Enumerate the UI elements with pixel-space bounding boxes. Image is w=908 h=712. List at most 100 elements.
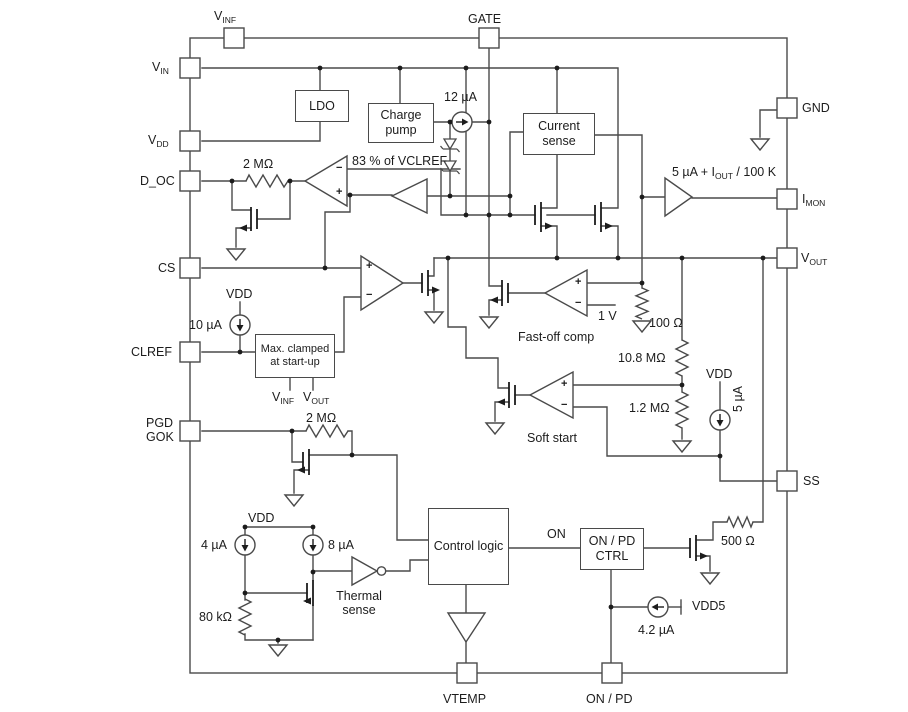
mosfet-cs-clamp [421, 270, 429, 296]
mosfet-arrow [497, 398, 505, 406]
label-imon-formula: 5 µA + IOUT / 100 K [672, 165, 777, 181]
label-80kohm: 80 kΩ [199, 610, 232, 624]
pin-vtemp [456, 662, 478, 684]
label-clamp-vinf: VINF [272, 390, 295, 406]
pin-label-vtemp: VTEMP [443, 692, 487, 706]
label-5ua: 5 µA [731, 386, 745, 412]
pin-label-gate: GATE [468, 12, 502, 26]
label-2mohm-doc: 2 MΩ [243, 157, 274, 171]
block-control-logic: Control logic [428, 508, 509, 585]
pin-label-vout: VOUT [801, 251, 828, 267]
pin-gate [478, 27, 500, 49]
label-2mohm-pgd: 2 MΩ [306, 411, 337, 425]
comp-fastoff-minus: − [575, 297, 582, 309]
pin-on-pd [601, 662, 623, 684]
pin-pgd-gok [179, 420, 201, 442]
pin-label-vdd: VDD [148, 133, 169, 149]
label-10ua: 10 µA [189, 318, 222, 332]
comp-cs-minus: − [366, 289, 373, 301]
comparator-cs-clamp [360, 254, 405, 312]
pin-label-doc: D_OC [140, 174, 175, 188]
mosfet-sense-1 [534, 202, 542, 232]
mosfet-arrow [303, 597, 311, 605]
comp-fastoff-plus: + [575, 276, 582, 288]
mosfet-sense-2 [594, 202, 602, 232]
label-fast-off-comp: Fast-off comp [518, 330, 595, 344]
pin-ss [776, 470, 798, 492]
block-label: ON / PD [588, 534, 636, 548]
label-vdd-ss: VDD [706, 367, 733, 381]
label-10m8: 10.8 MΩ [618, 351, 666, 365]
mosfet-fast-off [501, 280, 509, 306]
label-100ohm: 100 Ω [649, 316, 683, 330]
pin-label-ss: SS [803, 474, 820, 488]
pin-label-on-pd: ON / PD [586, 692, 633, 706]
comparator-soft-start [528, 370, 574, 420]
label-vdd-clref: VDD [226, 287, 253, 301]
pin-label-vinf: VINF [214, 9, 237, 25]
mosfet-soft-start [508, 382, 516, 408]
pin-vinf [223, 27, 245, 49]
label-vdd-thermal: VDD [248, 511, 275, 525]
block-label: sense [542, 134, 576, 148]
label-soft-start: Soft start [527, 431, 578, 445]
pin-cs [179, 257, 201, 279]
comp-softstart-plus: + [561, 378, 568, 390]
pin-vout [776, 247, 798, 269]
label-1m2: 1.2 MΩ [629, 401, 670, 415]
inverter-bubble [376, 566, 387, 576]
comp-83pct-plus: + [336, 186, 343, 198]
junction-dots [229, 65, 766, 643]
block-label: Charge [380, 108, 422, 122]
mosfet-arrow [700, 552, 708, 560]
pin-vdd [179, 130, 201, 152]
pin-doc [179, 170, 201, 192]
block-label: Control logic [433, 539, 504, 553]
buffer-imon [664, 176, 694, 218]
mosfet-doc-clamp [250, 207, 258, 231]
mosfet-arrow [605, 222, 613, 230]
block-label: CTRL [595, 549, 629, 563]
label-on: ON [547, 527, 566, 541]
block-label: pump [385, 123, 417, 137]
label-500ohm: 500 Ω [721, 534, 755, 548]
comp-83pct-minus: − [336, 162, 343, 174]
pin-label-vin: VIN [152, 60, 169, 76]
mosfet-arrow [432, 286, 440, 294]
label-vdd5: VDD5 [692, 599, 726, 613]
block-label: at start-up [270, 356, 320, 368]
block-label: Max. clamped [260, 342, 330, 355]
label-12ua: 12 µA [444, 90, 477, 104]
pin-clref [179, 341, 201, 363]
mosfet-arrow [490, 296, 498, 304]
label-4ua: 4 µA [201, 538, 227, 552]
mosfet-arrow [239, 224, 247, 232]
pin-label-cs: CS [158, 261, 176, 275]
label-1v: 1 V [598, 309, 617, 323]
buffer-vtemp [446, 612, 487, 644]
buffer-vclref [390, 177, 428, 215]
block-ldo-label: LDO [309, 98, 335, 113]
comparator-fast-off [543, 268, 588, 318]
block-ldo: LDO [295, 90, 349, 122]
block-label: Current [538, 119, 580, 133]
label-4p2ua: 4.2 µA [638, 623, 675, 637]
comp-softstart-minus: − [561, 399, 568, 411]
pin-label-clref: CLREF [131, 345, 172, 359]
mosfet-arrow [545, 222, 553, 230]
label-8ua: 8 µA [328, 538, 354, 552]
current-source-12uA [451, 111, 473, 133]
current-source-4p2uA [647, 596, 669, 618]
pin-imon [776, 188, 798, 210]
label-clamp-vout: VOUT [303, 390, 330, 406]
pin-vin [179, 57, 201, 79]
mosfet-on-pd [689, 535, 697, 561]
mosfet-arrow [297, 466, 305, 474]
